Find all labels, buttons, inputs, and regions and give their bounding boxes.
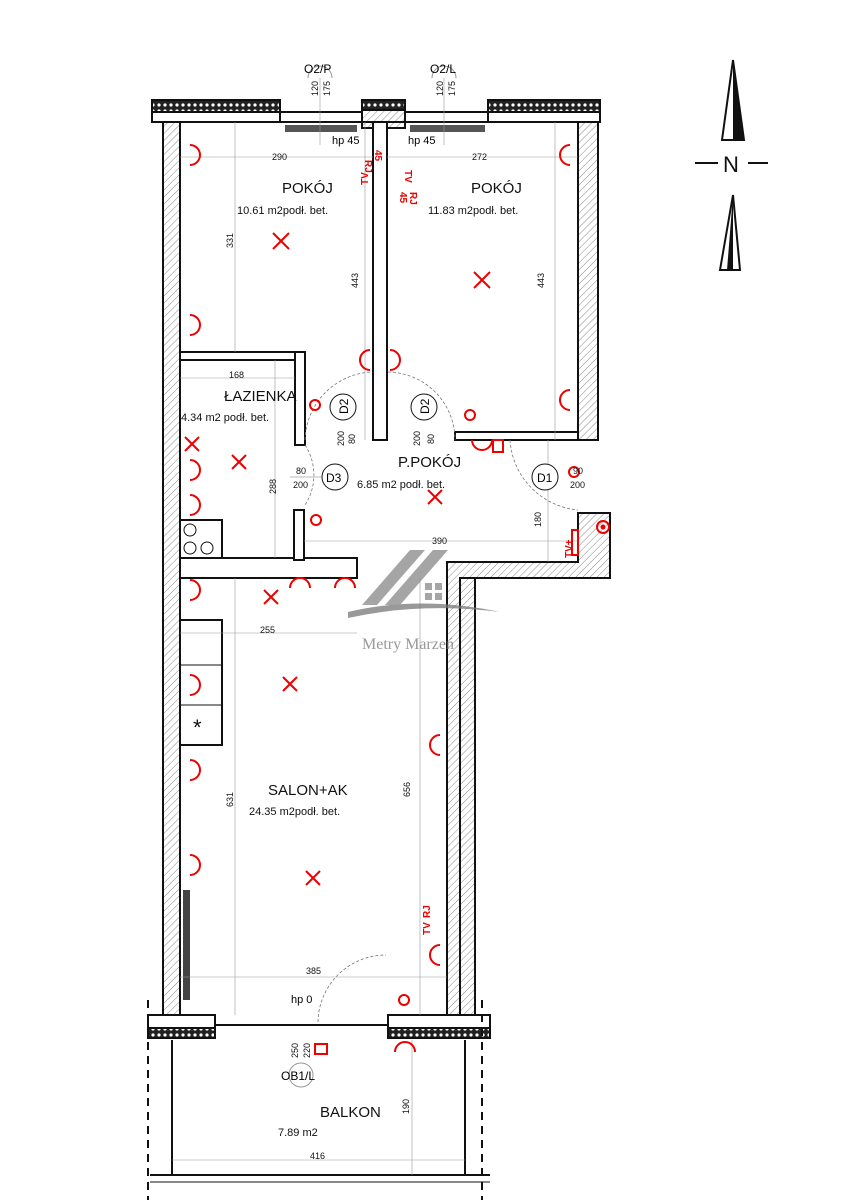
room-pokoj-left: POKÓJ 10.61 m2podł. bet. bbox=[237, 180, 333, 217]
doors-d2-right-h: 200 bbox=[412, 431, 422, 446]
dimensions-salon-h2: 656 bbox=[402, 782, 412, 797]
watermark-logo: Metry Marzeń bbox=[348, 550, 500, 653]
rooms-balkon-area: 7.89 m2 bbox=[278, 1127, 318, 1139]
electrical-tv: TV bbox=[360, 172, 371, 185]
doors-d1-label: D1 bbox=[537, 471, 553, 485]
doors-d2-left-w: 80 bbox=[347, 434, 357, 444]
electrical-tv: TV bbox=[402, 170, 413, 183]
windows-balcony-label: OB1/L bbox=[281, 1069, 315, 1083]
window-o2l: O2/L 120 175 hp 45 bbox=[408, 62, 457, 147]
ceiling-light-markers bbox=[184, 232, 491, 886]
dimensions-pokoj-left-w: 290 bbox=[272, 152, 287, 162]
windows-balcony-h2: 220 bbox=[302, 1043, 312, 1058]
walls: * bbox=[162, 121, 611, 1016]
dimensions-salon-w: 385 bbox=[306, 966, 321, 976]
windows-left-label: O2/P bbox=[304, 62, 331, 76]
rooms-salon-name: SALON+AK bbox=[268, 782, 348, 799]
dimensions-salon-h: 631 bbox=[225, 792, 235, 807]
electrical-rj45: 45 bbox=[397, 192, 408, 204]
rooms-pokoj-left-area: 10.61 m2podł. bet. bbox=[237, 205, 328, 217]
door-d3: D3 80 200 bbox=[290, 463, 349, 491]
rooms-lazienka-name: ŁAZIENKA bbox=[224, 388, 297, 405]
electrical-rj45: 45 bbox=[372, 150, 383, 162]
room-lazienka: ŁAZIENKA 4.34 m2 podł. bet. bbox=[181, 388, 297, 424]
compass-label: N bbox=[723, 152, 739, 177]
rooms-przedpokoj-area: 6.85 m2 podł. bet. bbox=[357, 479, 445, 491]
door-swings bbox=[304, 371, 579, 1023]
window-o2p: O2/P 120 175 hp 45 bbox=[304, 62, 360, 147]
windows-balcony-h1: 250 bbox=[290, 1043, 300, 1058]
doors-d3-h: 200 bbox=[293, 480, 308, 490]
room-balkon: BALKON 7.89 m2 bbox=[278, 1104, 381, 1139]
doors-d3-w: 80 bbox=[296, 466, 306, 476]
rooms-lazienka-area: 4.34 m2 podł. bet. bbox=[181, 412, 269, 424]
dimensions-balkon-h: 190 bbox=[401, 1099, 411, 1114]
dimension-lines bbox=[172, 122, 578, 1175]
windows-left-h1: 120 bbox=[310, 81, 320, 96]
dimensions-pokoj-right-h: 443 bbox=[536, 273, 546, 288]
rooms-salon-area: 24.35 m2podł. bet. bbox=[249, 806, 340, 818]
doors-d1-h: 200 bbox=[570, 480, 585, 490]
room-przedpokoj: P.POKÓJ 6.85 m2 podł. bet. bbox=[357, 454, 461, 491]
dimensions-pokoj-left-h: 331 bbox=[225, 233, 235, 248]
dimensions-hall-h: 288 bbox=[268, 479, 278, 494]
dimensions-balkon-w: 416 bbox=[310, 1151, 325, 1161]
windows-right-sill: hp 45 bbox=[408, 135, 436, 147]
windows-right-h1: 120 bbox=[435, 81, 445, 96]
electrical-rj: RJ bbox=[362, 160, 373, 173]
dimensions-pokoj-right-w: 272 bbox=[472, 152, 487, 162]
balcony bbox=[147, 1000, 491, 1200]
electrical-rj: RJ bbox=[422, 905, 433, 918]
doors-d2-left-h: 200 bbox=[336, 431, 346, 446]
dimensions-partition-h: 443 bbox=[350, 273, 360, 288]
electrical-rj: RJ bbox=[407, 192, 418, 205]
door-d2-right: D2 200 80 bbox=[410, 393, 438, 446]
electrical-tv-plus: TV+ bbox=[564, 539, 575, 558]
rooms-pokoj-right-name: POKÓJ bbox=[471, 180, 522, 197]
windows-left-sill: hp 45 bbox=[332, 135, 360, 147]
window-ob1l: 250 220 OB1/L hp 0 bbox=[281, 994, 315, 1088]
rooms-pokoj-right-area: 11.83 m2podł. bet. bbox=[428, 205, 518, 217]
door-d2-left: D2 200 80 bbox=[329, 393, 357, 446]
doors-d1-w: 90 bbox=[573, 466, 583, 476]
electrical-symbols: RJ 45 TV TV RJ 45 TV+ TV RJ bbox=[184, 144, 610, 1055]
watermark-brand: Metry Marzeń bbox=[362, 636, 454, 653]
room-salon: SALON+AK 24.35 m2podł. bet. bbox=[249, 782, 348, 818]
doors-d2-right-label: D2 bbox=[418, 398, 432, 414]
dimension-labels: 290 272 331 443 443 168 288 390 180 255 … bbox=[225, 152, 546, 1161]
windows-right-label: O2/L bbox=[430, 62, 456, 76]
doors-d2-right-w: 80 bbox=[426, 434, 436, 444]
windows-left-h2: 175 bbox=[322, 81, 332, 96]
windows-right-h2: 175 bbox=[447, 81, 457, 96]
dimensions-hall-w: 390 bbox=[432, 536, 447, 546]
compass-north-arrow: N bbox=[695, 59, 768, 271]
dimensions-lazienka-w: 168 bbox=[229, 370, 244, 380]
extractor-icon: * bbox=[193, 715, 202, 740]
electrical-tv: TV bbox=[422, 922, 433, 935]
doors-d3-label: D3 bbox=[326, 471, 342, 485]
windows-balcony-sill: hp 0 bbox=[291, 994, 312, 1006]
dimensions-hall-right: 180 bbox=[533, 512, 543, 527]
room-pokoj-right: POKÓJ 11.83 m2podł. bet. bbox=[428, 180, 522, 217]
doors-d2-left-label: D2 bbox=[337, 398, 351, 414]
door-d1: D1 90 200 bbox=[531, 463, 585, 491]
rooms-balkon-name: BALKON bbox=[320, 1104, 381, 1121]
dimensions-kitchen-w: 255 bbox=[260, 625, 275, 635]
rooms-przedpokoj-name: P.POKÓJ bbox=[398, 454, 461, 471]
rooms-pokoj-left-name: POKÓJ bbox=[282, 180, 333, 197]
